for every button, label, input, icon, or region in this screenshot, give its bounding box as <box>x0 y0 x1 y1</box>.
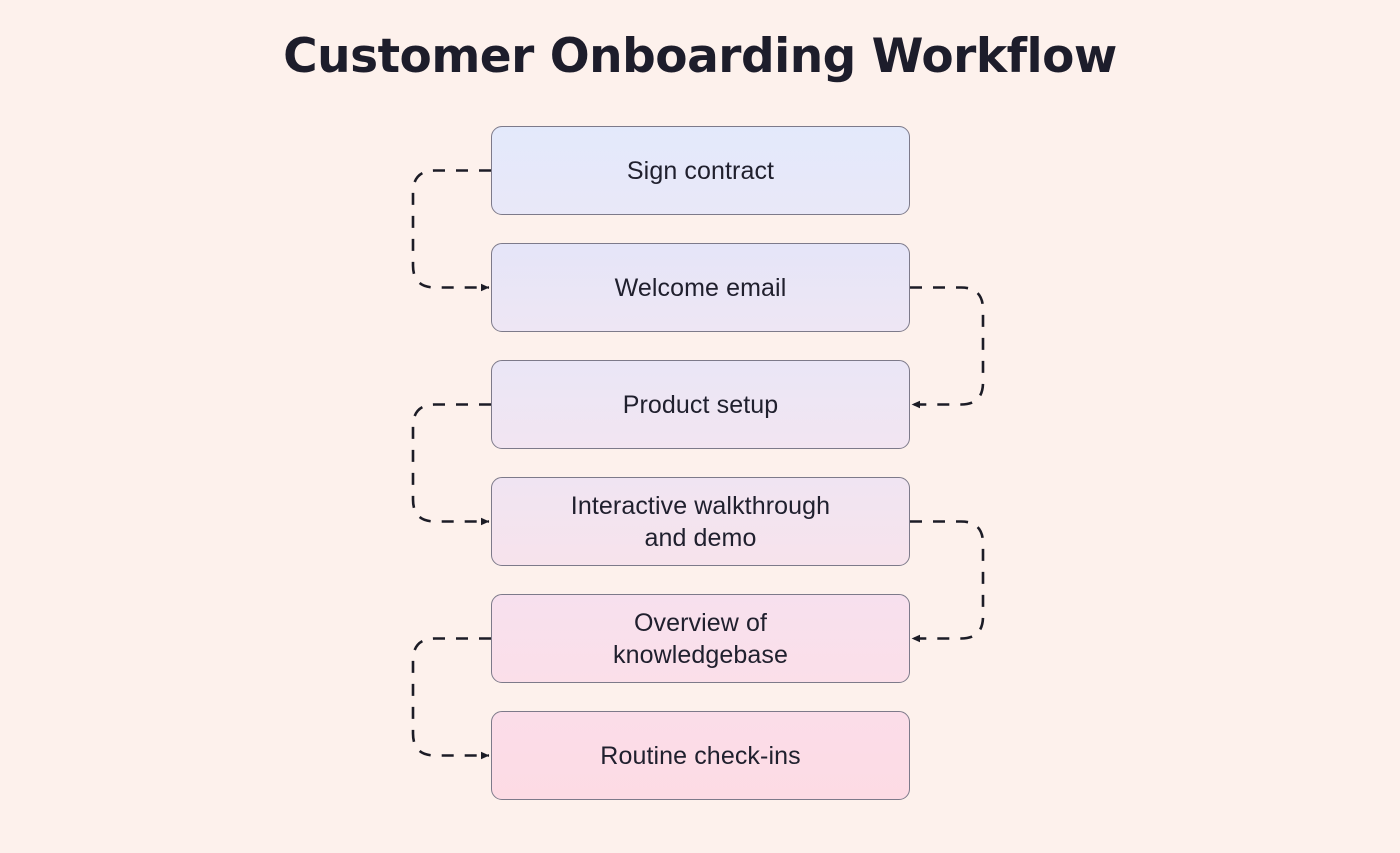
edge-interactive-walkthrough-to-overview-knowledgebase <box>910 520 985 643</box>
node-interactive-walkthrough[interactable]: Interactive walkthrough and demo <box>491 477 910 566</box>
node-welcome-email[interactable]: Welcome email <box>491 243 910 332</box>
edge-sign-contract-to-welcome-email <box>411 169 491 292</box>
edge-product-setup-to-interactive-walkthrough <box>411 403 491 526</box>
node-routine-check-ins[interactable]: Routine check-ins <box>491 711 910 800</box>
node-product-setup[interactable]: Product setup <box>491 360 910 449</box>
node-label: Interactive walkthrough and demo <box>570 491 831 552</box>
node-label: Overview of knowledgebase <box>612 608 789 669</box>
node-label: Sign contract <box>626 156 775 185</box>
node-label: Product setup <box>622 390 779 419</box>
node-sign-contract[interactable]: Sign contract <box>491 126 910 215</box>
edge-welcome-email-to-product-setup <box>910 286 985 409</box>
node-overview-knowledgebase[interactable]: Overview of knowledgebase <box>491 594 910 683</box>
page-title: Customer Onboarding Workflow <box>283 29 1117 84</box>
edge-overview-knowledgebase-to-routine-check-ins <box>411 637 491 760</box>
node-label: Routine check-ins <box>600 741 801 770</box>
node-label: Welcome email <box>614 273 787 302</box>
